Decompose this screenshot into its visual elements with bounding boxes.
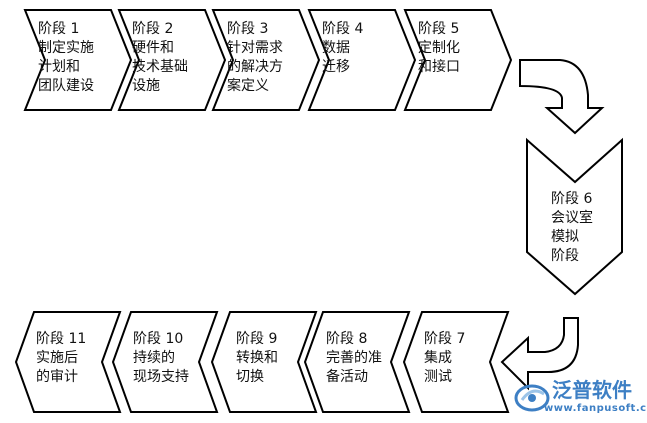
stage-1-label: 阶段 1 制定实施计划和团队建设 <box>38 20 94 96</box>
stage-label-line: 案定义 <box>227 78 269 94</box>
stage-6-label: 阶段 6 会议室模拟阶段 <box>551 190 593 266</box>
stage-label-line: 切换 <box>236 369 264 385</box>
stage-2-label: 阶段 2 硬件和技术基础设施 <box>132 20 188 96</box>
stage-label-line: 和接口 <box>418 59 460 75</box>
stage-5-chevron <box>403 9 513 111</box>
stage-10-chevron <box>111 311 219 413</box>
stage-label-line: 阶段 8 <box>326 331 368 347</box>
stage-label-line: 设施 <box>132 78 160 94</box>
stage-label-line: 测试 <box>424 369 452 385</box>
brand-watermark: 泛普软件 www.fanpusoft.com <box>512 378 647 423</box>
brand-name: 泛普软件 <box>552 378 632 402</box>
stage-8-label: 阶段 8 完善的准备活动 <box>326 330 382 387</box>
stage-label-line: 备活动 <box>326 369 368 385</box>
stage-11-label: 阶段 11 实施后的审计 <box>36 330 86 387</box>
stage-7-label: 阶段 7 集成测试 <box>424 330 465 387</box>
stage-label-line: 阶段 5 <box>418 21 460 37</box>
stage-label-line: 阶段 3 <box>227 21 269 37</box>
stage-label-line: 技术基础 <box>132 59 188 75</box>
curved-arrow-down <box>519 59 605 135</box>
stage-label-line: 阶段 4 <box>322 21 364 37</box>
stage-label-line: 阶段 <box>551 248 579 264</box>
stage-label-line: 定制化 <box>418 40 460 56</box>
stage-label-line: 迁移 <box>322 59 350 75</box>
stage-9-chevron <box>210 311 318 413</box>
stage-label-line: 的解决方 <box>227 59 283 75</box>
stage-3-chevron <box>211 9 321 111</box>
stage-label-line: 阶段 7 <box>424 331 466 347</box>
stage-11-chevron <box>14 311 122 413</box>
stage-label-line: 阶段 11 <box>36 331 87 347</box>
stage-6-chevron <box>526 137 623 296</box>
stage-label-line: 阶段 9 <box>236 331 278 347</box>
stage-label-line: 会议室 <box>551 210 593 226</box>
stage-label-line: 计划和 <box>38 59 80 75</box>
stage-label-line: 团队建设 <box>38 78 94 94</box>
stage-label-line: 完善的准 <box>326 350 382 366</box>
stage-10-label: 阶段 10 持续的现场支持 <box>133 330 189 387</box>
stage-label-line: 模拟 <box>551 229 579 245</box>
stage-4-label: 阶段 4 数据迁移 <box>322 20 363 77</box>
stage-label-line: 阶段 1 <box>38 21 80 37</box>
stage-label-line: 实施后 <box>36 350 78 366</box>
stage-label-line: 制定实施 <box>38 40 94 56</box>
stage-5-label: 阶段 5 定制化和接口 <box>418 20 460 77</box>
stage-label-line: 针对需求 <box>227 40 283 56</box>
brand-url: www.fanpusoft.com <box>544 403 647 414</box>
stage-1-chevron <box>23 9 133 111</box>
stage-7-chevron <box>402 311 510 413</box>
stage-9-label: 阶段 9 转换和切换 <box>236 330 278 387</box>
stage-label-line: 阶段 10 <box>133 331 184 347</box>
stage-label-line: 持续的 <box>133 350 175 366</box>
logo-icon <box>514 384 550 412</box>
stage-8-chevron <box>303 311 411 413</box>
stage-label-line: 的审计 <box>36 369 78 385</box>
stage-3-label: 阶段 3 针对需求的解决方案定义 <box>227 20 283 96</box>
stage-label-line: 硬件和 <box>132 40 174 56</box>
stage-4-chevron <box>307 9 417 111</box>
stage-label-line: 数据 <box>322 40 350 56</box>
stage-label-line: 现场支持 <box>133 369 189 385</box>
curved-arrow-left <box>500 317 579 391</box>
stage-label-line: 转换和 <box>236 350 278 366</box>
stage-label-line: 集成 <box>424 350 452 366</box>
stage-2-chevron <box>117 9 227 111</box>
stage-label-line: 阶段 2 <box>132 21 174 37</box>
stage-label-line: 阶段 6 <box>551 191 593 207</box>
